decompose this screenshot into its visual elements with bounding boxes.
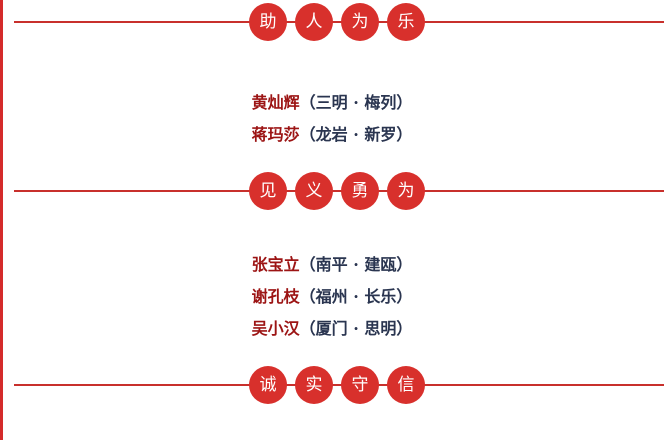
title-char-circle: 人 (295, 3, 333, 41)
title-char-circle: 信 (387, 366, 425, 404)
honoree-name: 张宝立 (251, 255, 300, 274)
title-char-circle: 勇 (341, 172, 379, 210)
honoree-location: （厦门 · 思明） (299, 319, 413, 338)
title-char-circle: 为 (341, 3, 379, 41)
section-title: 助 人 为 乐 (249, 3, 425, 41)
section-divider-line (14, 190, 664, 192)
section-title: 诚 实 守 信 (249, 366, 425, 404)
honoree-entry: 张宝立（南平 · 建瓯） (0, 251, 664, 275)
section-divider-line (14, 21, 664, 23)
honoree-name: 黄灿辉 (251, 93, 300, 112)
honoree-name: 谢孔枝 (251, 287, 300, 306)
section-header-honesty: 诚 实 守 信 (14, 366, 664, 404)
title-char-circle: 乐 (387, 3, 425, 41)
honoree-entry: 吴小汉（厦门 · 思明） (0, 315, 664, 339)
section-header-helping-others: 助 人 为 乐 (14, 3, 664, 41)
title-char-circle: 诚 (249, 366, 287, 404)
section-title: 见 义 勇 为 (249, 172, 425, 210)
honoree-name: 吴小汉 (251, 319, 300, 338)
honoree-name: 蒋玛莎 (251, 125, 300, 144)
title-char-circle: 见 (249, 172, 287, 210)
honoree-location: （福州 · 长乐） (299, 287, 413, 306)
section-divider-line (14, 384, 664, 386)
honoree-location: （龙岩 · 新罗） (299, 125, 413, 144)
title-char-circle: 实 (295, 366, 333, 404)
title-char-circle: 为 (387, 172, 425, 210)
honoree-entry: 黄灿辉（三明 · 梅列） (0, 89, 664, 113)
honoree-location: （三明 · 梅列） (299, 93, 413, 112)
honoree-entry: 蒋玛莎（龙岩 · 新罗） (0, 121, 664, 145)
title-char-circle: 助 (249, 3, 287, 41)
title-char-circle: 义 (295, 172, 333, 210)
section-header-bravery: 见 义 勇 为 (14, 172, 664, 210)
title-char-circle: 守 (341, 366, 379, 404)
left-border-line (0, 0, 3, 440)
honoree-entry: 谢孔枝（福州 · 长乐） (0, 283, 664, 307)
honoree-location: （南平 · 建瓯） (299, 255, 413, 274)
